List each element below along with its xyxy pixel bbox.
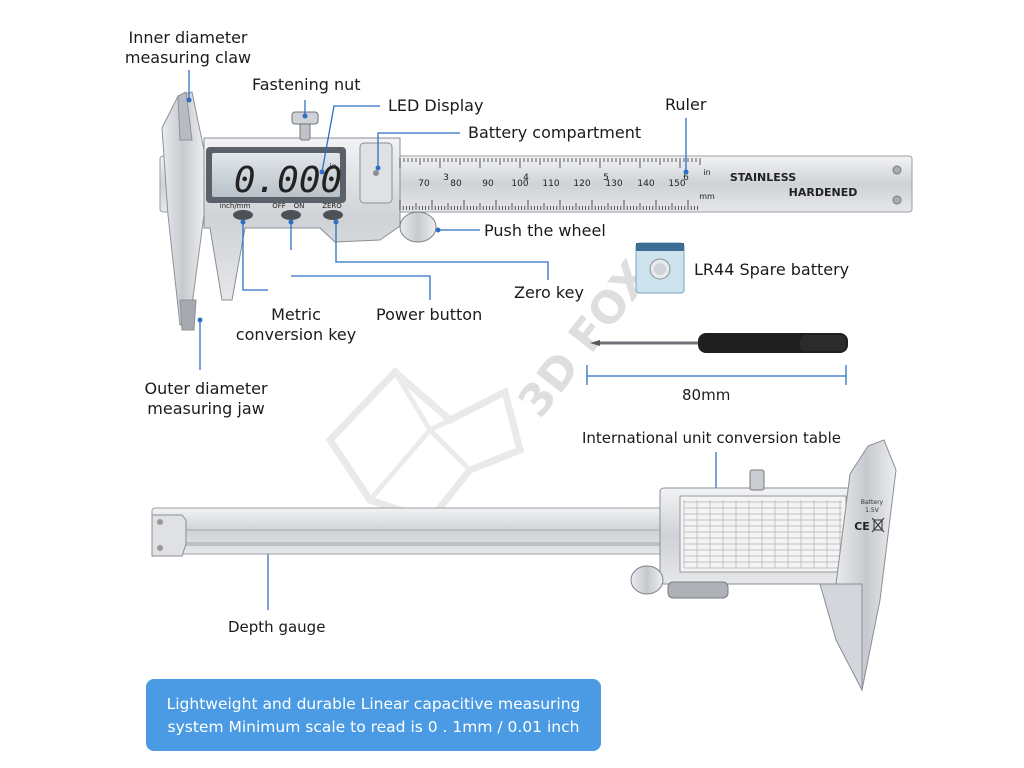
scale-mm-130: 130 — [605, 179, 622, 189]
caliper-back-view: Battery 1.5V CE — [151, 439, 897, 692]
label-metric-conversion-key: Metric conversion key — [226, 305, 366, 345]
power-button[interactable] — [281, 210, 301, 220]
battery-cover-screw — [373, 170, 379, 176]
scale-mm-90: 90 — [482, 179, 494, 189]
battery-label: Battery — [861, 499, 884, 506]
scale-in-3: 3 — [443, 173, 449, 183]
label-screwdriver-length: 80mm — [682, 386, 731, 404]
metric-conversion-key[interactable] — [233, 210, 253, 220]
scale-unit-mm: mm — [699, 192, 715, 201]
back-beam — [151, 507, 695, 555]
scale-in-4: 4 — [523, 173, 529, 183]
label-fastening-nut: Fastening nut — [252, 75, 361, 94]
label-battery-compartment: Battery compartment — [468, 123, 642, 142]
label-metric-line1: Metric — [271, 305, 321, 324]
info-line1: Lightweight and durable Linear capacitiv… — [166, 695, 581, 713]
conversion-table-sticker — [679, 495, 847, 573]
ce-mark: CE — [854, 520, 870, 533]
back-thumb-wheel — [630, 565, 664, 595]
label-outer-line1: Outer diameter — [144, 379, 268, 398]
zero-key[interactable] — [323, 210, 343, 220]
stamp-hardened: HARDENED — [789, 186, 858, 199]
label-inner-line1: Inner diameter — [128, 28, 248, 47]
key-label-zero: ZERO — [322, 202, 342, 210]
scale-mm-140: 140 — [637, 179, 654, 189]
beam-screw-bottom — [892, 195, 902, 205]
scale-mm-120: 120 — [573, 179, 590, 189]
label-power-button: Power button — [376, 305, 483, 324]
lcd-unit: in — [329, 162, 336, 171]
scale-in-5: 5 — [603, 173, 609, 183]
label-depth-gauge: Depth gauge — [228, 618, 326, 636]
label-zero-key: Zero key — [514, 283, 584, 302]
scale-mm-80: 80 — [450, 179, 462, 189]
key-label-inch-mm: inch/mm — [220, 202, 251, 210]
screwdriver — [590, 333, 848, 353]
scale-in-6: 6 — [683, 173, 689, 183]
label-outer-line2: measuring jaw — [147, 399, 265, 418]
lr44-battery-pack — [635, 242, 685, 294]
ruler-scale: 3 4 5 6 70 80 90 100 110 120 130 140 150… — [399, 158, 858, 210]
waste-bin-icon — [871, 517, 885, 533]
label-led-display: LED Display — [388, 96, 484, 115]
info-line2: system Minimum scale to read is 0 . 1mm … — [167, 718, 580, 736]
watermark-logo — [325, 367, 525, 525]
label-inner-line2: measuring claw — [124, 48, 252, 67]
label-inner-diameter-claw: Inner diameter measuring claw — [118, 28, 258, 68]
lcd-screen — [212, 153, 340, 197]
label-ruler: Ruler — [665, 95, 707, 114]
key-label-on: ON — [294, 202, 305, 210]
label-push-wheel: Push the wheel — [484, 221, 606, 240]
scale-unit-in: in — [703, 168, 710, 177]
label-spare-battery: LR44 Spare battery — [694, 260, 850, 279]
slider-body: 0.000 in inch/mm OFF ON ZERO — [203, 111, 437, 301]
depth-gauge-rod — [185, 542, 694, 546]
lcd-reading: 0.000 — [234, 160, 342, 201]
fixed-jaw — [161, 91, 205, 331]
leader-dots — [186, 97, 719, 551]
caliper-front-view: 0.000 in inch/mm OFF ON ZERO 3 4 5 6 — [159, 91, 913, 331]
scale-mm-70: 70 — [418, 179, 430, 189]
scale-mm-100: 100 — [511, 179, 528, 189]
scale-mm-110: 110 — [542, 179, 559, 189]
key-label-off: OFF — [272, 202, 286, 210]
beam-screw-top — [892, 165, 902, 175]
label-conversion-table: International unit conversion table — [582, 429, 841, 447]
thumb-wheel[interactable] — [399, 211, 437, 243]
label-outer-diameter-jaw: Outer diameter measuring jaw — [136, 379, 276, 419]
scale-mm-150: 150 — [668, 179, 685, 189]
battery-voltage: 1.5V — [865, 507, 880, 514]
leader-lines — [188, 70, 847, 610]
info-banner: Lightweight and durable Linear capacitiv… — [146, 679, 601, 751]
label-metric-line2: conversion key — [235, 325, 357, 344]
stamp-stainless: STAINLESS — [730, 171, 796, 184]
